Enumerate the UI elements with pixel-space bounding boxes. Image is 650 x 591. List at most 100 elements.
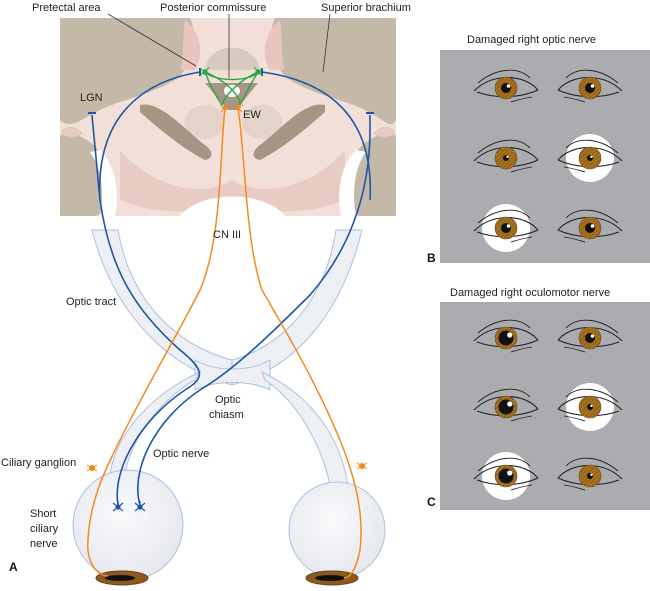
right-eye: [557, 319, 623, 353]
eye-pair-row: [473, 204, 623, 252]
right-eye: [557, 209, 623, 243]
eye-crease: [477, 69, 531, 84]
left-eye: [473, 319, 539, 353]
lower-wrinkle: [563, 166, 586, 173]
label-optic-tract: Optic tract: [66, 296, 116, 308]
label-superior-brachium: Superior brachium: [321, 2, 411, 14]
leader-lines: [107, 13, 331, 78]
panel-c-background: [440, 302, 650, 510]
ganglion-cell-icon: [134, 501, 146, 512]
right-pupil: [315, 575, 345, 581]
pretectal-neuron-icon: [199, 66, 211, 76]
eye-crease: [477, 209, 531, 224]
right-eyeball: [288, 481, 386, 586]
left-brachium-branch: [98, 71, 201, 201]
left-pupil: [105, 575, 135, 581]
panel-b-eyes: [473, 69, 623, 252]
right-eye: [557, 69, 623, 103]
lower-wrinkle: [510, 484, 533, 491]
pretectal-neurons: [199, 66, 264, 76]
right-substantia-nigra: [253, 104, 325, 160]
pupil: [585, 223, 595, 233]
panel-b-background: [440, 50, 650, 263]
label-short-ciliary-line1: Short: [30, 508, 56, 520]
pupil-highlight: [507, 470, 513, 476]
ciliary-ganglion-icon: [86, 464, 98, 472]
eye-crease: [565, 388, 619, 403]
right-to-right-ew: [239, 71, 259, 106]
brainstem-section: [60, 18, 396, 216]
label-ciliary-ganglion: Ciliary ganglion: [1, 457, 76, 469]
left-eye: [473, 139, 539, 173]
left-eyeball: [72, 469, 184, 586]
lower-wrinkle: [563, 484, 586, 491]
cerebral-peduncles: [120, 150, 345, 212]
retinal-axons: [88, 68, 374, 506]
panel-c-eyes: [473, 319, 623, 500]
lower-wrinkle: [563, 415, 586, 422]
lower-wrinkle: [510, 96, 533, 103]
eye-crease: [477, 457, 531, 472]
left-eye: [473, 452, 539, 500]
parasympathetic-pathway: [87, 107, 362, 579]
eye-crease: [565, 69, 619, 84]
left-eye: [473, 204, 539, 252]
pupil: [501, 223, 511, 233]
label-lgn: LGN: [80, 92, 103, 104]
panel-b-title: Damaged right optic nerve: [467, 34, 596, 46]
label-optic-nerve: Optic nerve: [153, 448, 209, 460]
left-substantia-nigra: [140, 104, 212, 160]
eye-crease: [565, 457, 619, 472]
pupil-highlight: [506, 224, 511, 228]
left-pulvinar-edge: [180, 20, 201, 70]
pupil-highlight: [506, 155, 509, 158]
parasympathetic-cells: [86, 103, 368, 472]
pupil: [498, 468, 514, 484]
retinal-ganglion-cells: [112, 501, 146, 512]
lower-wrinkle: [510, 346, 533, 353]
label-cn3: CN III: [213, 229, 241, 241]
pupil-highlight: [507, 332, 513, 338]
eye-pair-row: [473, 383, 623, 431]
pupil-highlight: [590, 84, 595, 88]
pupil: [501, 83, 511, 93]
panel-c-title: Damaged right oculomotor nerve: [450, 287, 610, 299]
pupil: [498, 399, 514, 415]
left-gap: [90, 150, 117, 216]
eye-crease: [477, 388, 531, 403]
pretectal-neuron-icon: [252, 66, 264, 76]
left-lgn-shape: [61, 127, 83, 138]
lower-wrinkle: [563, 346, 586, 353]
eye-crease: [565, 319, 619, 334]
axon-left-eye-uncrossed: [91, 114, 201, 506]
panel-b-letter: B: [427, 251, 436, 265]
leader-pretectal: [107, 13, 197, 67]
leader-superior-brachium: [322, 13, 331, 73]
right-eye: [557, 134, 623, 182]
axon-left-eye-crossed: [137, 115, 371, 506]
lower-wrinkle: [563, 96, 586, 103]
label-posterior-commissure: Posterior commissure: [160, 2, 266, 14]
pupil: [498, 330, 514, 346]
right-brachium-branch: [261, 71, 372, 201]
eye-crease: [477, 319, 531, 334]
eye-crease: [565, 209, 619, 224]
pupil: [585, 333, 595, 343]
pineal-region: [205, 47, 260, 70]
ew-neuron-icon: [233, 103, 244, 113]
pupil-highlight: [590, 473, 593, 476]
ganglion-cell-icon: [112, 501, 124, 512]
label-short-ciliary-line2: ciliary: [30, 523, 59, 535]
label-ew: EW: [243, 109, 261, 121]
panel-c-letter: C: [427, 495, 436, 509]
left-red-nucleus: [185, 105, 225, 139]
ew-neuron-icon: [219, 103, 230, 113]
pupil-highlight: [590, 334, 595, 338]
label-pretectal-area: Pretectal area: [32, 2, 101, 14]
label-optic-chiasm-line2: chiasm: [209, 409, 244, 421]
left-thalamus: [60, 18, 195, 125]
right-pulvinar-edge: [264, 20, 285, 70]
eye-crease: [565, 139, 619, 154]
pupil-highlight: [590, 155, 593, 158]
eye-pair-row: [473, 319, 623, 353]
